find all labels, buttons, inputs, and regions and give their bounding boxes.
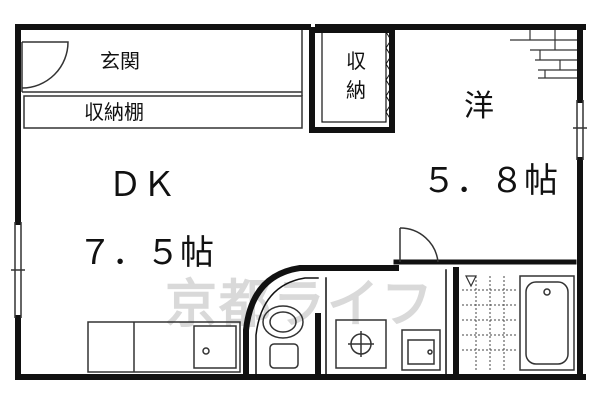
western-room-label: 洋	[464, 89, 494, 124]
washbasin	[401, 329, 441, 371]
western-room-door	[399, 227, 439, 263]
entrance-area	[21, 30, 303, 129]
dk-size: ７．５帖	[78, 233, 214, 273]
closet-label-2: 納	[346, 78, 366, 102]
entrance-label: 玄関	[100, 49, 140, 73]
dk-label: ＤＫ	[108, 165, 176, 205]
wall-pattern	[510, 30, 577, 79]
stove	[335, 319, 387, 369]
shelf-label: 収納棚	[84, 100, 144, 124]
left-window	[11, 222, 25, 318]
bath-door-arrow	[465, 275, 477, 288]
watermark-text: 京都ライフ	[165, 275, 435, 335]
bathtub	[519, 275, 575, 371]
right-window	[573, 100, 587, 160]
toilet	[262, 305, 304, 369]
bath-floor-tiles	[462, 276, 516, 372]
western-room-size: ５．８帖	[422, 161, 558, 201]
closet-label-1: 収	[346, 49, 366, 73]
wet-area-walls	[243, 265, 459, 380]
kitchen-counter	[87, 321, 241, 373]
western-room-walls	[391, 29, 577, 265]
